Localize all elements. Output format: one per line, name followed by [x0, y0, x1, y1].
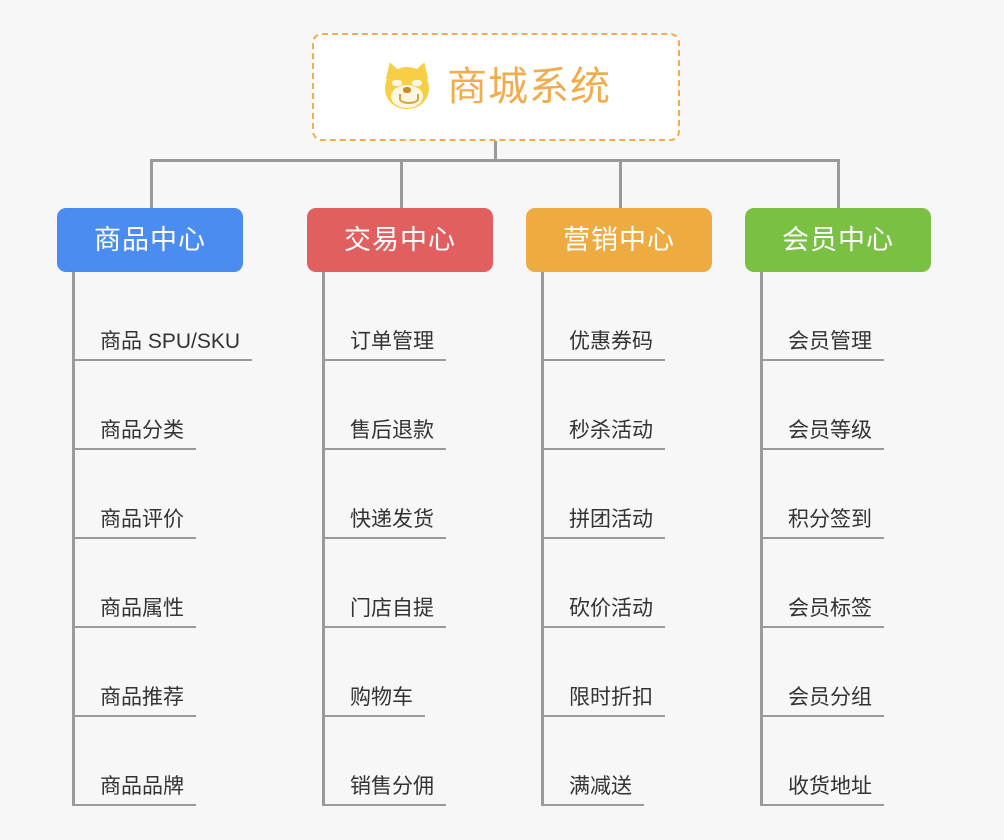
branch-spine-4 [760, 272, 763, 806]
leaf-label: 砍价活动 [569, 596, 653, 620]
leaf-label: 会员标签 [788, 596, 872, 620]
leaf-item[interactable]: 会员标签 [760, 539, 884, 628]
leaf-item[interactable]: 商品品牌 [72, 717, 196, 806]
branch-header-1[interactable]: 商品中心 [57, 208, 243, 272]
leaf-label: 商品评价 [100, 507, 184, 531]
leaf-item[interactable]: 销售分佣 [322, 717, 446, 806]
leaf-label: 拼团活动 [569, 507, 653, 531]
leaf-label: 商品分类 [100, 418, 184, 442]
connector-branch-drop-3 [619, 159, 622, 209]
leaf-list-4: 会员管理 会员等级 积分签到 会员标签 会员分组 收货地址 [760, 272, 960, 806]
branch-header-label-1: 商品中心 [94, 224, 206, 255]
leaf-item[interactable]: 商品属性 [72, 539, 196, 628]
connector-branch-drop-2 [400, 159, 403, 209]
branch-3: 营销中心 优惠券码 秒杀活动 拼团活动 砍价活动 限时折扣 满减送 [526, 208, 712, 806]
leaf-item[interactable]: 限时折扣 [541, 628, 665, 717]
leaf-item[interactable]: 购物车 [322, 628, 425, 717]
branch-spine-3 [541, 272, 544, 806]
leaf-item[interactable]: 砍价活动 [541, 539, 665, 628]
root-node[interactable]: 商城系统 [312, 33, 680, 141]
leaf-item[interactable]: 满减送 [541, 717, 644, 806]
connector-branch-drop-4 [837, 159, 840, 209]
leaf-label: 满减送 [569, 774, 632, 798]
leaf-item[interactable]: 商品推荐 [72, 628, 196, 717]
leaf-item[interactable]: 商品评价 [72, 450, 196, 539]
leaf-item[interactable]: 秒杀活动 [541, 361, 665, 450]
leaf-list-3: 优惠券码 秒杀活动 拼团活动 砍价活动 限时折扣 满减送 [541, 272, 741, 806]
leaf-item[interactable]: 门店自提 [322, 539, 446, 628]
branch-header-3[interactable]: 营销中心 [526, 208, 712, 272]
leaf-label: 优惠券码 [569, 329, 653, 353]
leaf-label: 门店自提 [350, 596, 434, 620]
leaf-item[interactable]: 积分签到 [760, 450, 884, 539]
connector-branch-drop-1 [150, 159, 153, 209]
leaf-label: 售后退款 [350, 418, 434, 442]
leaf-list-2: 订单管理 售后退款 快递发货 门店自提 购物车 销售分佣 [322, 272, 522, 806]
leaf-item[interactable]: 会员管理 [760, 272, 884, 361]
root-title: 商城系统 [447, 65, 611, 109]
leaf-item[interactable]: 商品分类 [72, 361, 196, 450]
leaf-item[interactable]: 会员分组 [760, 628, 884, 717]
leaf-item[interactable]: 商品 SPU/SKU [72, 272, 252, 361]
connector-root-stem [494, 141, 497, 161]
leaf-label: 会员分组 [788, 685, 872, 709]
leaf-label: 商品推荐 [100, 685, 184, 709]
leaf-label: 商品品牌 [100, 774, 184, 798]
branch-4: 会员中心 会员管理 会员等级 积分签到 会员标签 会员分组 收货地址 [745, 208, 931, 806]
leaf-item[interactable]: 售后退款 [322, 361, 446, 450]
leaf-label: 商品 SPU/SKU [100, 329, 241, 353]
leaf-label: 会员等级 [788, 418, 872, 442]
branch-header-2[interactable]: 交易中心 [307, 208, 493, 272]
branch-header-label-4: 会员中心 [782, 224, 894, 255]
leaf-label: 销售分佣 [350, 774, 434, 798]
branch-spine-1 [72, 272, 75, 806]
branch-spine-2 [322, 272, 325, 806]
leaf-list-1: 商品 SPU/SKU 商品分类 商品评价 商品属性 商品推荐 商品品牌 [72, 272, 272, 806]
dog-face-icon [381, 59, 433, 113]
leaf-label: 收货地址 [788, 774, 872, 798]
leaf-item[interactable]: 订单管理 [322, 272, 446, 361]
leaf-item[interactable]: 优惠券码 [541, 272, 665, 361]
leaf-label: 限时折扣 [569, 685, 653, 709]
leaf-label: 积分签到 [788, 507, 872, 531]
branch-header-label-3: 营销中心 [563, 224, 675, 255]
leaf-item[interactable]: 收货地址 [760, 717, 884, 806]
branch-header-4[interactable]: 会员中心 [745, 208, 931, 272]
branch-header-label-2: 交易中心 [344, 224, 456, 255]
leaf-item[interactable]: 拼团活动 [541, 450, 665, 539]
leaf-item[interactable]: 会员等级 [760, 361, 884, 450]
leaf-label: 购物车 [350, 685, 413, 709]
branch-1: 商品中心 商品 SPU/SKU 商品分类 商品评价 商品属性 商品推荐 商品品牌 [57, 208, 252, 806]
leaf-label: 快递发货 [350, 507, 434, 531]
branch-2: 交易中心 订单管理 售后退款 快递发货 门店自提 购物车 销售分佣 [307, 208, 493, 806]
leaf-label: 商品属性 [100, 596, 184, 620]
leaf-label: 会员管理 [788, 329, 872, 353]
leaf-label: 秒杀活动 [569, 418, 653, 442]
connector-horizontal-bus [150, 159, 840, 162]
leaf-item[interactable]: 快递发货 [322, 450, 446, 539]
leaf-label: 订单管理 [350, 329, 434, 353]
